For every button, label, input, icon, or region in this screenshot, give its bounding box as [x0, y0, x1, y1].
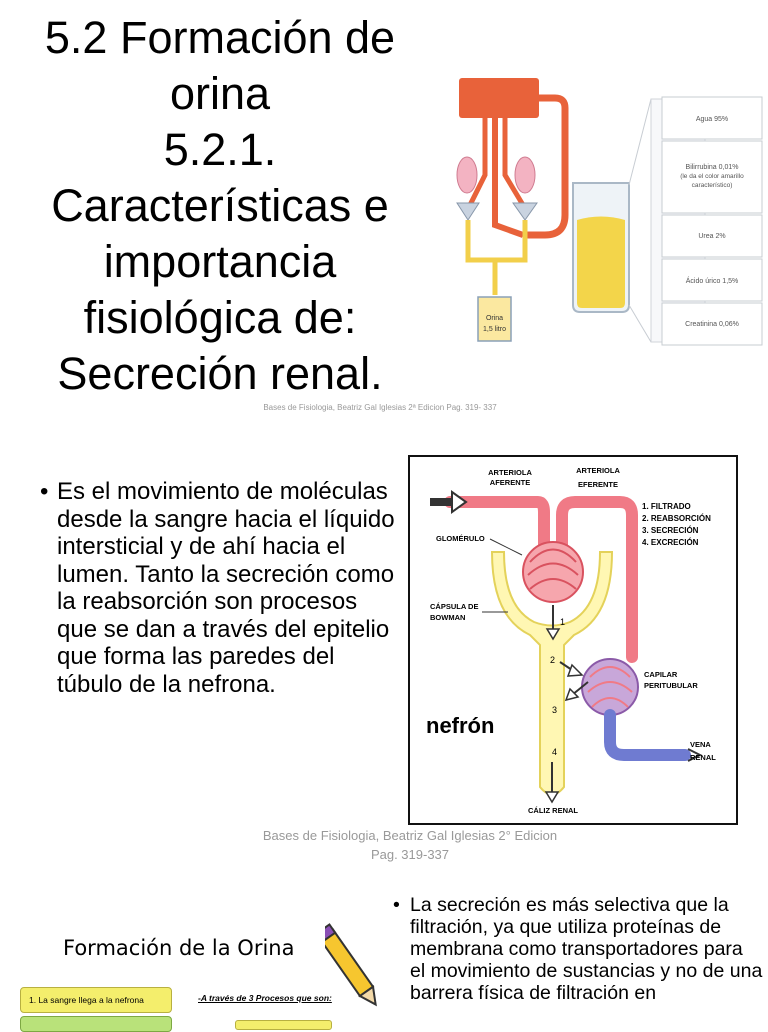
urea-label: Urea 2% [698, 233, 725, 240]
slide1-citation: Bases de Fisiologia, Beatriz Gal Iglesia… [263, 403, 497, 412]
step-label: 2. REABSORCIÓN [642, 514, 711, 523]
arrow-number: 1 [560, 617, 565, 627]
nephron-diagram-frame: ARTERIOLA AFERENTE ARTERIOLA EFERENTE GL… [408, 455, 738, 825]
arrow-number: 3 [552, 705, 557, 715]
title-line: 5.2.1. [163, 124, 277, 175]
agua-box [661, 96, 763, 140]
orina-label: Orina [486, 315, 503, 322]
process-box [235, 1020, 332, 1030]
slide3-bullet: • La secreción es más selectiva que la f… [393, 894, 763, 1004]
secretion-arrow [564, 687, 580, 702]
title-line: 5.2 Formación de [44, 12, 396, 63]
creatinina-label: Creatinina 0,06% [685, 321, 739, 328]
slide2-bullet-text: Es el movimiento de moléculas desde la s… [57, 478, 395, 698]
excretion-arrow [544, 791, 560, 804]
bowman-capsule [490, 551, 614, 796]
slide3-heading: Formación de la Orina [63, 936, 295, 960]
vena-label: RENAL [690, 753, 716, 762]
heart-box [459, 78, 539, 118]
urea-box [661, 214, 763, 258]
bilirrubina-box [661, 140, 763, 214]
small-beaker [477, 296, 512, 342]
arteriola-eferente-label: EFERENTE [578, 480, 618, 489]
bullet-dot: • [393, 894, 400, 916]
title-line: Características e [51, 180, 389, 231]
renal-vein [604, 709, 691, 761]
afferent-arteriole [444, 496, 550, 553]
slide3-bullet-text: La secreción es más selectiva que la fil… [410, 894, 763, 1004]
arteriola-eferente-label: ARTERIOLA [576, 466, 620, 475]
slide2-bullet: • Es el movimiento de moléculas desde la… [40, 478, 400, 698]
title-line: importancia [103, 236, 337, 287]
pencil-icon [325, 923, 377, 1007]
capsula-label: BOWMAN [430, 613, 465, 622]
bilirrubina-note: (le da el color amarillo [680, 173, 744, 180]
arrow-number: 4 [552, 747, 557, 757]
slide2-citation: Bases de Fisiologia, Beatriz Gal Iglesia… [262, 828, 558, 862]
capsula-label: CÁPSULA DE [430, 602, 478, 611]
acido-box [661, 258, 763, 302]
reabsorption-arrow [566, 663, 584, 677]
aorta [492, 118, 525, 238]
right-funnel [512, 202, 538, 221]
step-box-text: 1. La sangre llega a la nefrona [29, 995, 144, 1005]
step-box: 1. La sangre llega a la nefrona [20, 987, 172, 1013]
orina-volume-label: 1,5 litro [483, 326, 506, 333]
vena-label: VENA [690, 740, 711, 749]
blood-vessel [523, 94, 569, 239]
right-kidney [514, 156, 536, 194]
capilar-label: CAPILAR [644, 670, 678, 679]
creatinina-box [661, 302, 763, 346]
step-label: 3. SECRECIÓN [642, 526, 699, 535]
title-line: Secreción renal. [57, 348, 383, 399]
title-line: fisiológica de: [83, 292, 357, 343]
left-funnel [456, 202, 480, 221]
glomerulus [522, 541, 584, 603]
connector-lines [628, 98, 652, 343]
filtration-arrow [545, 628, 561, 641]
urine-fill [577, 216, 625, 308]
arteriola-aferente-label: ARTERIOLA [488, 468, 532, 477]
ureters [465, 220, 528, 295]
bullet-dot: • [40, 478, 49, 505]
glomerulo-label: GLOMÉRULO [436, 534, 485, 543]
slide1-title: 5.2 Formación de orina 5.2.1. Caracterís… [0, 10, 440, 402]
agua-label: Agua 95% [696, 116, 728, 123]
arteriola-aferente-label: AFERENTE [490, 478, 530, 487]
nefron-label: nefrón [426, 713, 494, 738]
arrow-number: 2 [550, 655, 555, 665]
acido-label: Ácido úrico 1,5% [686, 276, 739, 285]
step-label: 4. EXCRECIÓN [642, 538, 699, 547]
capilar-label: PERITUBULAR [644, 681, 698, 690]
step-label: 1. FILTRADO [642, 502, 691, 511]
bilirrubina-label: Bilirrubina 0,01% [686, 164, 739, 171]
process-text: -A través de 3 Procesos que son: [198, 993, 332, 1003]
bilirrubina-note: característico) [692, 182, 733, 189]
urine-composition-diagram: Orina 1,5 litro Agua 95% Bilirrubina 0,0… [456, 78, 763, 346]
outflow-arrow [687, 748, 703, 762]
step-box-next [20, 1016, 172, 1032]
efferent-arteriole [556, 496, 638, 663]
left-kidney [456, 156, 478, 194]
title-line: orina [169, 68, 271, 119]
caliz-label: CÁLIZ RENAL [528, 806, 578, 815]
nephron-diagram: ARTERIOLA AFERENTE ARTERIOLA EFERENTE GL… [426, 466, 716, 815]
